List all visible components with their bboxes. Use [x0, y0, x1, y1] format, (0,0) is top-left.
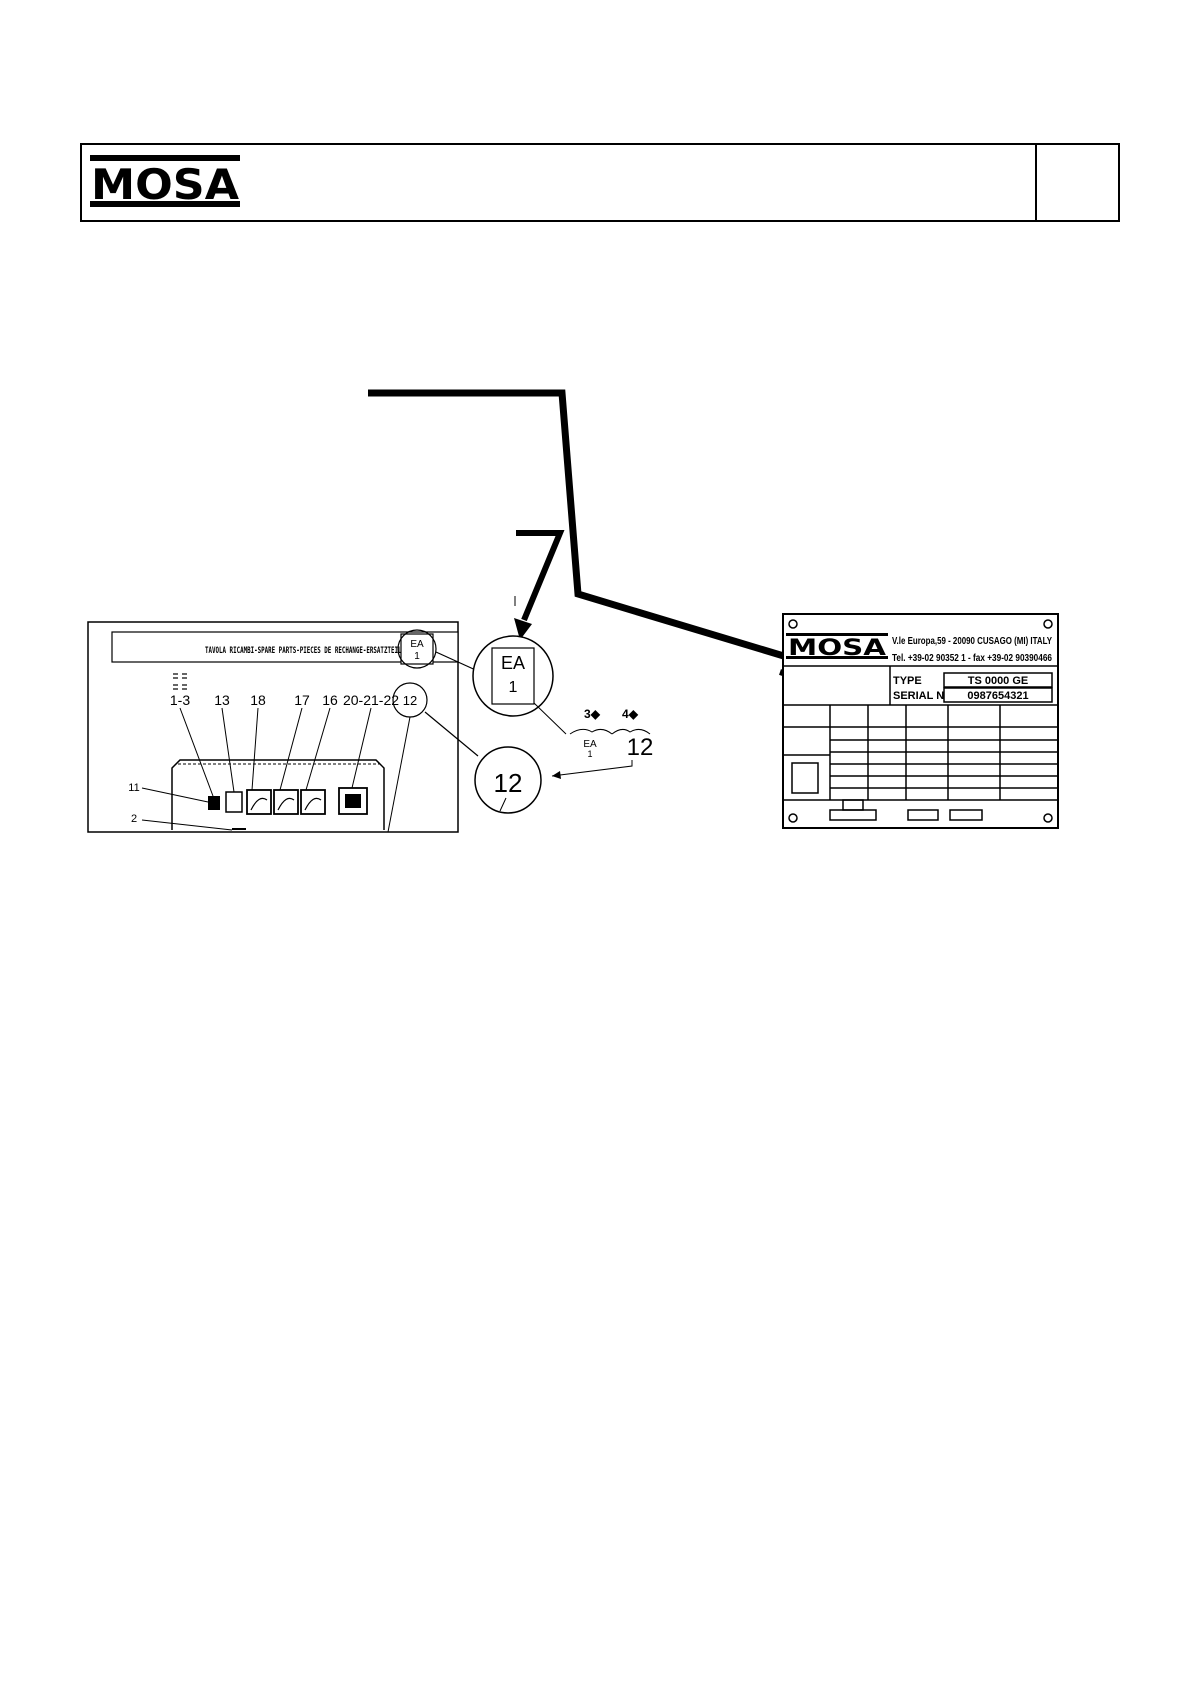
callout-17: 17 — [294, 692, 310, 708]
reference-annotations: 3◆ 4◆ EA 1 12 — [551, 707, 654, 779]
zoom-lines — [424, 651, 481, 757]
serial-value: 0987654321 — [967, 690, 1028, 702]
callout-16: 16 — [322, 692, 338, 708]
ea-badge-line2: 1 — [414, 651, 420, 662]
ea-badge-line1: EA — [410, 639, 424, 650]
header-logo-text: MOSA — [91, 160, 240, 209]
parts-sheet: TAVOLA RICAMBI-SPARE PARTS-PIECES DE REC… — [87, 621, 459, 833]
ea-badge — [400, 633, 434, 665]
callout-labels: 1-3 13 18 17 16 20-21-22 12 11 2 — [128, 692, 417, 825]
callout-13: 13 — [214, 692, 230, 708]
zoom-12: 12 — [474, 746, 542, 814]
pointer-arrow-short — [514, 530, 565, 640]
sheet-title: TAVOLA RICAMBI-SPARE PARTS-PIECES DE REC… — [205, 646, 405, 656]
callout-11: 11 — [128, 782, 139, 794]
callout-20-21-22: 20-21-22 — [343, 692, 399, 708]
leader-lines — [141, 707, 411, 833]
zoom-ea-line1: EA — [501, 653, 525, 673]
ref-12: 12 — [627, 734, 654, 761]
zoom-ea-line2: 1 — [509, 679, 518, 696]
nameplate: MOSA V.le Europa,59 - 20090 CUSAGO (MI) … — [782, 613, 1059, 829]
callout-2: 2 — [131, 813, 137, 825]
control-panel — [171, 759, 385, 830]
callout-12: 12 — [403, 693, 417, 708]
ref-4: 4◆ — [622, 707, 639, 721]
type-value: TS 0000 GE — [968, 675, 1029, 687]
nameplate-grid — [783, 705, 1058, 821]
nameplate-tel: Tel. +39-02 90352 1 - fax +39-02 9039046… — [892, 653, 1052, 664]
mosa-logo-nameplate: MOSA — [786, 633, 888, 661]
tolerance-marks — [173, 673, 187, 690]
ref-ea-line1: EA — [583, 739, 597, 750]
ref-ea-line2: 1 — [587, 749, 592, 759]
mosa-logo-header: MOSA — [90, 155, 240, 209]
serial-label: SERIAL N° — [893, 690, 949, 702]
zoom-12-label: 12 — [494, 768, 523, 798]
header-divider — [1035, 145, 1037, 220]
header-box: MOSA — [80, 143, 1120, 222]
callout-18: 18 — [250, 692, 266, 708]
nameplate-logo-text: MOSA — [788, 636, 886, 661]
ref-3: 3◆ — [584, 707, 601, 721]
callout-1-3: 1-3 — [170, 692, 190, 708]
ea-zoom: EA 1 — [472, 635, 567, 735]
nameplate-address: V.le Europa,59 - 20090 CUSAGO (MI) ITALY — [892, 636, 1052, 647]
type-label: TYPE — [893, 675, 922, 687]
